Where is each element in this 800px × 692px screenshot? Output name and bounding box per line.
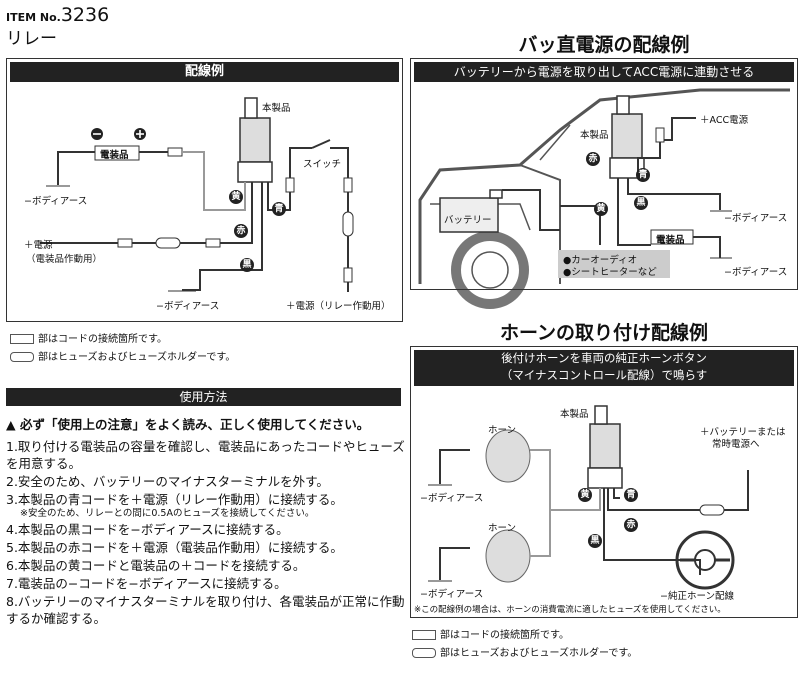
minus-icon: −: [724, 213, 732, 224]
minus-icon: −: [660, 591, 668, 602]
minus-icon: −: [24, 196, 32, 207]
battery-product-label: 本製品: [580, 130, 609, 141]
horn-header: 後付けホーンを車両の純正ホーンボタン（マイナスコントロール配線）で鳴らす: [414, 350, 794, 386]
horn-battery-line2: 常時電源へ: [712, 439, 760, 450]
relay-body: [239, 117, 271, 163]
usage-step: 5.本製品の赤コードを＋電源（電装品作動用）に接続する。: [6, 540, 343, 555]
plus-icon: ＋: [286, 301, 296, 312]
power-source-sub-label: （電装品作動用）: [26, 254, 103, 265]
battery-earth-1: −ボディアース: [724, 213, 788, 224]
horn-earth-1: −ボディアース: [420, 493, 484, 504]
legend-fuse-bottom: 部はヒューズおよびヒューズホルダーです。: [412, 644, 637, 659]
minus-icon: −: [420, 493, 428, 504]
load-label: 電装品: [100, 150, 129, 161]
acc-label: ＋ACC電源: [700, 115, 749, 126]
battery-wire-black: 黒: [634, 196, 648, 210]
body-earth-left-label: −ボディアース: [24, 196, 88, 207]
usage-warning: ▲ 必ず「使用上の注意」をよく読み、正しく使用してください。: [6, 417, 370, 432]
usage-step-note: ※安全のため、リレーとの間に0.5Aのヒューズを接続してください。: [20, 508, 315, 519]
battery-earth-2: −ボディアース: [724, 267, 788, 278]
horn-1-label: ホーン: [488, 425, 517, 436]
battery-header: バッテリーから電源を取り出してACC電源に連動させる: [414, 62, 794, 82]
genuine-horn-label: −純正ホーン配線: [660, 591, 734, 602]
battery-wire-yellow: 黄: [594, 202, 608, 216]
relay-tab: [244, 97, 258, 119]
usage-step: 4.本製品の黒コードを−ボディアースに接続する。: [6, 522, 289, 537]
body-earth-bottom-label: −ボディアース: [156, 301, 220, 312]
battery-example-1: ●カーオーディオ: [563, 255, 638, 266]
battery-panel: [410, 58, 798, 290]
minus-icon: −: [156, 301, 164, 312]
horn-section-title: ホーンの取り付け配線例: [499, 322, 709, 344]
legend-code-top: 部はコードの接続箇所です。: [10, 330, 167, 345]
usage-step: 8.バッテリーのマイナスターミナルを取り付け、各電装品が正常に作動するか確認する…: [6, 594, 405, 626]
usage-step: 1.取り付ける電装品の容量を確認し、電装品にあったコードやヒューズを用意する。: [6, 439, 405, 471]
item-name: リレー: [6, 29, 57, 49]
plus-icon: ＋: [700, 115, 710, 126]
power-source-label: ＋電源: [24, 240, 53, 251]
legend-code-bottom: 部はコードの接続箇所です。: [412, 626, 569, 641]
minus-icon: −: [420, 589, 428, 600]
horn-battery-line1: ＋バッテリーまたは: [700, 427, 786, 438]
horn-panel: [410, 346, 798, 618]
usage-step: 6.本製品の黄コードと電装品の＋コードを接続する。: [6, 558, 306, 573]
horn-note: ※この配線例の場合は、ホーンの消費電流に適したヒューズを使用してください。: [414, 605, 726, 615]
warning-icon: ▲: [6, 417, 16, 432]
battery-load-label: 電装品: [656, 235, 685, 246]
horn-wire-yellow: 黄: [578, 488, 592, 502]
product-label: 本製品: [262, 103, 291, 114]
wire-black-tag: 黒: [240, 258, 254, 272]
usage-steps: 1.取り付ける電装品の容量を確認し、電装品にあったコードやヒューズを用意する。 …: [6, 438, 406, 628]
battery-wire-red: 赤: [586, 152, 600, 166]
wire-red-tag: 赤: [234, 224, 248, 238]
switch-label: スイッチ: [303, 159, 342, 170]
battery-label: バッテリー: [444, 215, 492, 226]
usage-step: 2.安全のため、バッテリーのマイナスターミナルを外す。: [6, 474, 329, 489]
wiring-example-header: 配線例: [10, 62, 399, 82]
plus-icon: ＋: [24, 240, 34, 251]
horn-wire-black: 黒: [588, 534, 602, 548]
horn-wire-red: 赤: [624, 518, 638, 532]
item-number: ITEM No.3236: [6, 4, 110, 26]
relay-power-label: ＋電源（リレー作動用）: [286, 301, 391, 312]
plus-icon: ＋: [700, 427, 710, 438]
usage-header: 使用方法: [6, 388, 401, 406]
relay-connector: [237, 161, 273, 183]
wire-blue-tag: 青: [272, 202, 286, 216]
minus-icon: −: [724, 267, 732, 278]
horn-2-label: ホーン: [488, 523, 517, 534]
horn-wire-blue: 青: [624, 488, 638, 502]
battery-wire-blue: 青: [636, 168, 650, 182]
wire-yellow-tag: 黄: [229, 190, 243, 204]
horn-product-label: 本製品: [560, 409, 589, 420]
legend-fuse-top: 部はヒューズおよびヒューズホルダーです。: [10, 348, 235, 363]
usage-step: 3.本製品の青コードを＋電源（リレー作動用）に接続する。※安全のため、リレーとの…: [6, 491, 406, 520]
usage-step: 7.電装品の−コードを−ボディアースに接続する。: [6, 576, 287, 591]
battery-section-title: バッ直電源の配線例: [518, 34, 690, 56]
battery-example-2: ●シートヒーターなど: [563, 267, 657, 278]
horn-earth-2: −ボディアース: [420, 589, 484, 600]
